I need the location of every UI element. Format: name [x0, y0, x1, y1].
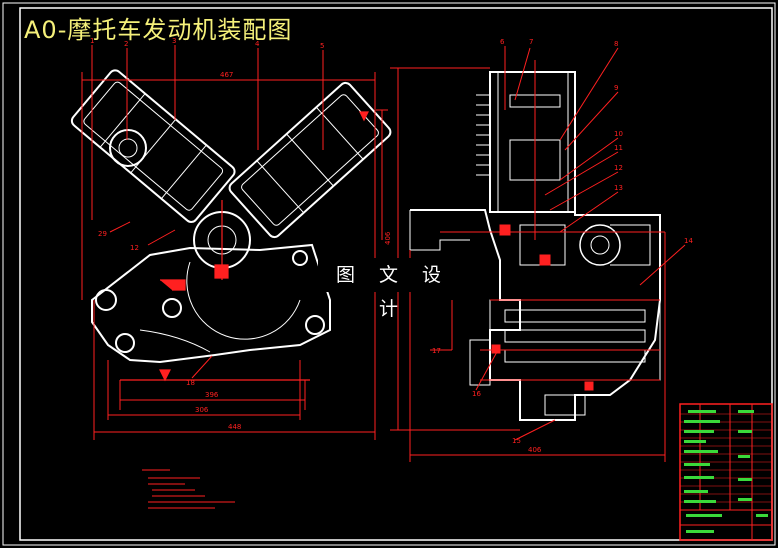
front-view-dimensions	[81, 45, 388, 440]
label-12b: 12	[614, 164, 623, 172]
left-cylinder	[70, 69, 236, 223]
label-10: 10	[614, 130, 623, 138]
label-16: 16	[472, 390, 481, 398]
parts-list-table	[679, 403, 773, 541]
crankcase-outline	[91, 243, 331, 364]
label-4: 4	[255, 40, 260, 48]
drawing-title: A0-摩托车发动机装配图	[24, 16, 293, 44]
side-view-dimension-texts: 406 406 6 7 8 9 10 11 12 13 14 15 16 17	[384, 38, 693, 454]
side-view	[409, 71, 661, 421]
technical-notes	[142, 469, 235, 509]
parts-list-marks	[684, 410, 768, 533]
left-head-bore	[109, 129, 147, 167]
label-17: 17	[432, 347, 441, 355]
watermark-text: 图 文 设 计	[318, 258, 468, 320]
label-1: 1	[90, 37, 94, 45]
label-7: 7	[529, 38, 533, 46]
front-view	[70, 69, 392, 364]
label-6: 6	[500, 38, 505, 46]
dim-406-vertical: 406	[384, 231, 392, 245]
label-3: 3	[172, 37, 176, 45]
label-29: 29	[98, 230, 107, 238]
label-18a: 18	[186, 379, 195, 387]
side-view-red	[430, 46, 686, 441]
cylinder-section	[489, 71, 576, 213]
label-12: 12	[130, 244, 139, 252]
front-view-red	[120, 111, 369, 382]
dim-448: 448	[228, 423, 241, 431]
dim-396: 396	[205, 391, 219, 399]
front-view-dimension-texts: 467 396 306 448 1 2 3 4 5 29 12 18	[90, 37, 324, 431]
side-crankcase	[410, 209, 661, 421]
dim-467: 467	[220, 71, 233, 79]
label-15: 15	[512, 437, 521, 445]
label-14: 14	[684, 237, 693, 245]
dim-406-horizontal: 406	[528, 446, 542, 454]
right-cylinder	[228, 81, 392, 239]
label-9: 9	[614, 84, 618, 92]
label-2: 2	[124, 40, 128, 48]
parts-list-rows	[680, 413, 772, 503]
label-11: 11	[614, 144, 623, 152]
label-13: 13	[614, 184, 623, 192]
side-view-dimensions	[390, 67, 666, 462]
drawing-border	[19, 7, 773, 541]
label-8: 8	[614, 40, 618, 48]
dim-306: 306	[195, 406, 209, 414]
label-5: 5	[320, 42, 324, 50]
